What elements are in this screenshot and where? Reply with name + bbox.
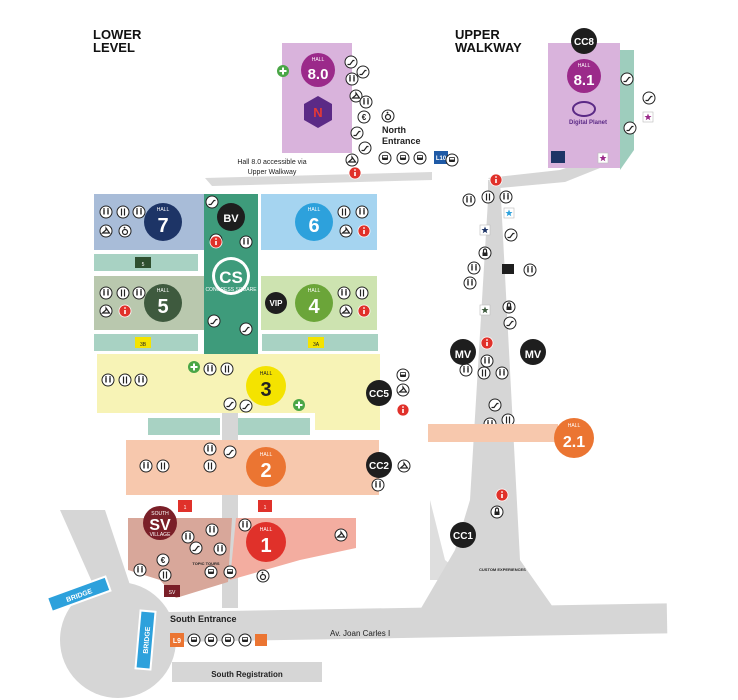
- svg-text:HALL: HALL: [260, 452, 273, 458]
- bridge-lower: BRIDGE: [134, 609, 157, 671]
- svg-text:HALL: HALL: [157, 207, 170, 213]
- mobile-venue-right[interactable]: MV: [520, 339, 546, 365]
- svg-text:CC5: CC5: [369, 389, 389, 400]
- street-label: Av. Joan Carles I: [330, 629, 390, 638]
- hall-8-0-number: 8.0: [308, 66, 329, 83]
- svg-text:VILLAGE: VILLAGE: [150, 532, 172, 538]
- l9-badge: L9: [173, 638, 181, 645]
- svg-text:HALL: HALL: [312, 57, 325, 63]
- svg-text:CC1: CC1: [453, 531, 473, 542]
- topic-tours-label: TOPIC TOURS: [192, 561, 220, 566]
- hall-8-1[interactable]: HALL 8.1 Digital Planet CC8: [548, 28, 634, 170]
- svg-text:CC8: CC8: [574, 37, 594, 48]
- hall-5-number: 5: [157, 296, 168, 318]
- svg-text:BRIDGE: BRIDGE: [143, 626, 152, 654]
- svg-text:HALL: HALL: [157, 288, 170, 294]
- hall-7-number: 7: [157, 215, 168, 237]
- svg-text:HALL: HALL: [578, 63, 591, 69]
- hall-8-1-number: 8.1: [574, 72, 595, 89]
- svg-text:L10: L10: [436, 156, 447, 162]
- gate-3a-label: 3A: [313, 342, 320, 348]
- hall-2-number: 2: [260, 460, 271, 482]
- gate-3b-label: 3B: [140, 342, 147, 348]
- hall-2-1-number: 2.1: [563, 434, 585, 451]
- svg-text:HALL: HALL: [260, 371, 273, 377]
- cc2-badge: [366, 452, 392, 478]
- hall-2-1[interactable]: HALL 2.1: [428, 418, 594, 458]
- gate-5-label: 5: [142, 262, 145, 268]
- svg-text:HALL: HALL: [308, 207, 321, 213]
- first-aid-icon: [277, 65, 289, 77]
- svg-text:SV: SV: [169, 590, 176, 596]
- cc8-badge: [571, 28, 597, 54]
- hall-6[interactable]: HALL 6: [261, 194, 377, 250]
- hall80-access-note-2: Upper Walkway: [248, 169, 297, 176]
- bv-label: BV: [223, 213, 239, 225]
- bridge-upper: BRIDGE: [45, 575, 112, 614]
- svg-text:MV: MV: [455, 349, 472, 361]
- cs-label: CS: [219, 268, 243, 287]
- sv-label: SV: [149, 517, 171, 534]
- south-registration-label: South Registration: [211, 670, 283, 679]
- hall-4[interactable]: HALL 4 VIP: [261, 276, 377, 330]
- hall-6-number: 6: [308, 215, 319, 237]
- mobile-venue-left[interactable]: MV: [450, 339, 476, 365]
- svg-text:HALL: HALL: [568, 423, 581, 429]
- upper-walkway-title-2: WALKWAY: [455, 40, 522, 55]
- svg-text:VIP: VIP: [270, 299, 284, 308]
- hall-4-number: 4: [308, 296, 320, 318]
- svg-text:SOUTH: SOUTH: [151, 511, 169, 517]
- svg-text:CC2: CC2: [369, 461, 389, 472]
- gate-1-label: 1: [264, 505, 267, 511]
- custom-experiences-label: CUSTOM EXPERIENCES: [479, 567, 526, 572]
- hall80-access-note: Hall 8.0 accessible via: [237, 159, 306, 166]
- vip-lounge-badge: [265, 292, 287, 314]
- hall81-facilities: [551, 72, 656, 164]
- upper-walkway-title: UPPER: [455, 27, 500, 42]
- hall-1-number: 1: [260, 535, 271, 557]
- hall-8-0[interactable]: HALL 8.0 N: [282, 43, 352, 153]
- svg-text:1: 1: [184, 505, 187, 511]
- south-entrance-label: South Entrance: [170, 614, 237, 624]
- cc1-badge[interactable]: CC1: [450, 522, 476, 548]
- lower-level-title-2: LEVEL: [93, 40, 135, 55]
- hall-1[interactable]: HALL 1: [230, 518, 356, 580]
- svg-text:CONGRESS SQUARE: CONGRESS SQUARE: [205, 287, 257, 293]
- nation-logo-icon: [304, 96, 332, 128]
- upper-walkway-facilities: [459, 173, 537, 519]
- north-entrance-label-2: Entrance: [382, 136, 421, 146]
- hall-3-number: 3: [260, 379, 271, 401]
- north-entrance-label: North: [382, 125, 406, 135]
- l10-badge: [434, 151, 448, 164]
- digital-planet-label: Digital Planet: [569, 120, 607, 126]
- north-transport-icons: L10: [378, 151, 459, 167]
- svg-text:N: N: [313, 105, 322, 120]
- cc5-badge: [366, 380, 392, 406]
- south-village[interactable]: SOUTH SV VILLAGE: [128, 506, 232, 598]
- svg-text:HALL: HALL: [308, 288, 321, 294]
- svg-text:HALL: HALL: [260, 527, 273, 533]
- hall-7[interactable]: HALL 7: [94, 194, 204, 250]
- svg-text:MV: MV: [525, 349, 542, 361]
- hall-3[interactable]: HALL 3 CC5: [97, 354, 392, 430]
- hall-5[interactable]: HALL 5: [94, 276, 204, 330]
- lower-level-title: LOWER: [93, 27, 142, 42]
- south-transport-icons: L9: [170, 633, 267, 647]
